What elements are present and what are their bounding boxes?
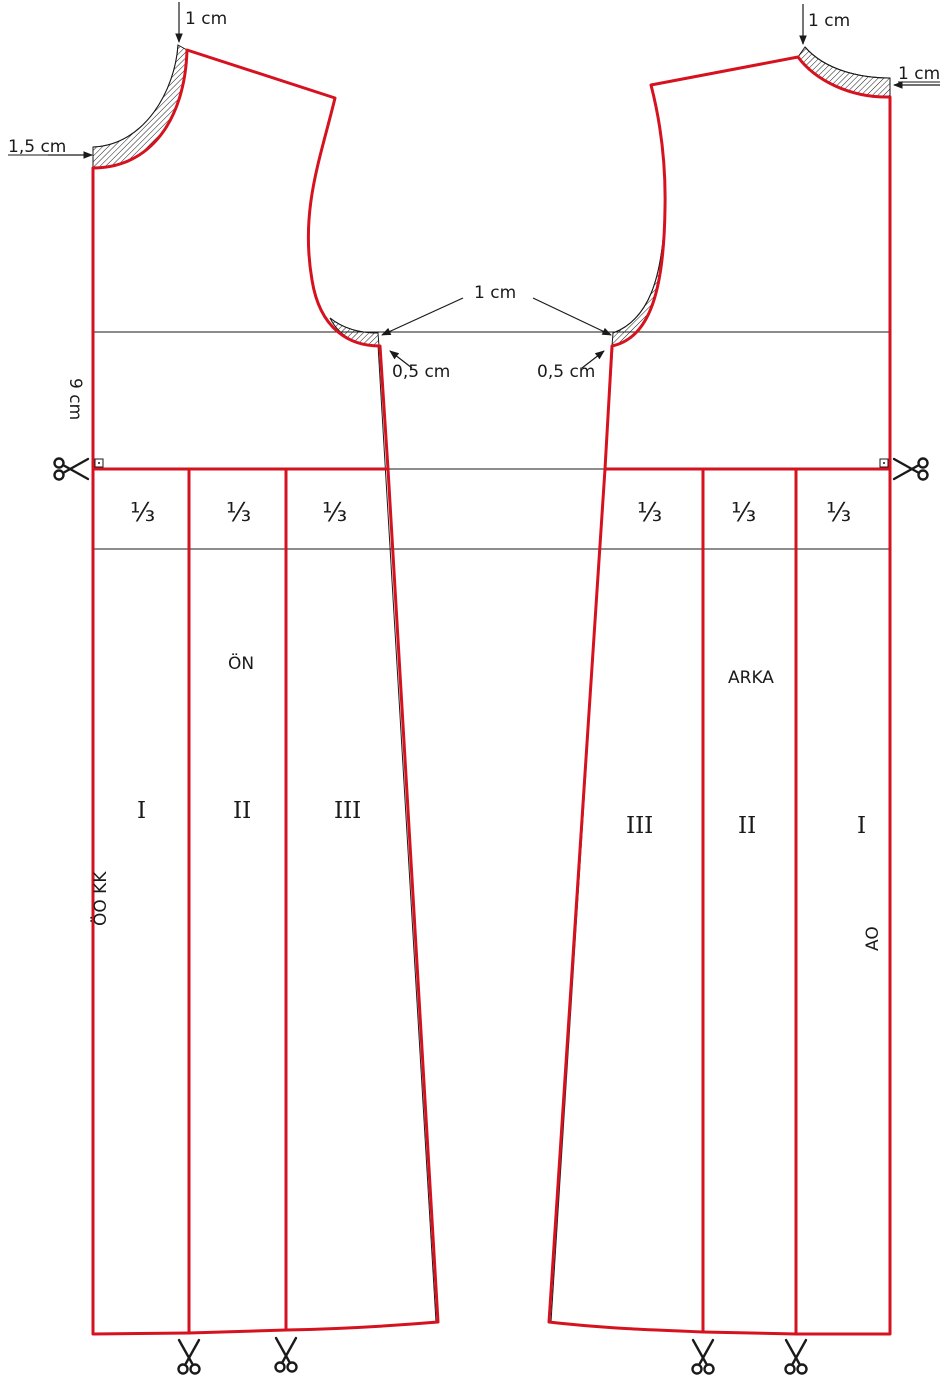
- back-neck-side-label: 1 cm: [898, 64, 940, 84]
- front-lower-outline: [91, 467, 440, 1336]
- armhole-center-label: 1 cm: [474, 283, 516, 303]
- scissors-icon: [892, 457, 929, 481]
- back-underarm-arrow: [581, 350, 605, 369]
- front-title: ÖN: [228, 652, 254, 674]
- fraction-back-3: ⅓: [826, 498, 851, 528]
- back-title: ARKA: [728, 668, 774, 688]
- front-panel-I: I: [137, 798, 146, 824]
- fraction-front-3: ⅓: [322, 498, 347, 528]
- front-neck-side-label: 1,5 cm: [8, 137, 66, 157]
- front-neck-hatch: [92, 44, 188, 169]
- front-neck-top-label: 1 cm: [185, 9, 227, 29]
- front-original-side-seam: [377, 344, 437, 1323]
- front-armhole-arrow: [381, 297, 464, 336]
- front-underarm-label: 0,5 cm: [392, 362, 450, 382]
- scissors-icon: [784, 1338, 808, 1375]
- back-armhole-hatch: [611, 207, 666, 347]
- scissors-icon: [177, 1338, 201, 1375]
- back-armhole-arrow: [532, 297, 612, 336]
- front-center-label: ÖO KK: [89, 871, 111, 926]
- fraction-front-2: ⅓: [226, 498, 251, 528]
- front-bodice-outline: [91, 48, 390, 471]
- front-panel-II: II: [233, 798, 251, 824]
- front-panel-III: III: [334, 798, 361, 824]
- scissors-icon: [691, 1338, 715, 1375]
- back-underarm-label: 0,5 cm: [537, 362, 595, 382]
- fraction-front-1: ⅓: [130, 498, 155, 528]
- back-lower-outline: [547, 467, 892, 1336]
- right-angle-mark-icon: [879, 458, 889, 468]
- back-neck-top-label: 1 cm: [808, 11, 850, 31]
- back-panel-I: I: [857, 813, 866, 839]
- fraction-back-1: ⅓: [637, 498, 662, 528]
- back-panel-II: II: [738, 813, 756, 839]
- back-bodice-outline: [603, 55, 892, 471]
- right-angle-mark-icon: [94, 458, 104, 468]
- fraction-back-2: ⅓: [731, 498, 756, 528]
- scissors-icon: [274, 1336, 298, 1373]
- front-underarm-arrow: [389, 350, 413, 369]
- depth-label: 9 cm: [65, 378, 85, 420]
- back-center-label: AO: [863, 926, 883, 951]
- back-panel-III: III: [626, 813, 653, 839]
- scissors-icon: [53, 457, 90, 481]
